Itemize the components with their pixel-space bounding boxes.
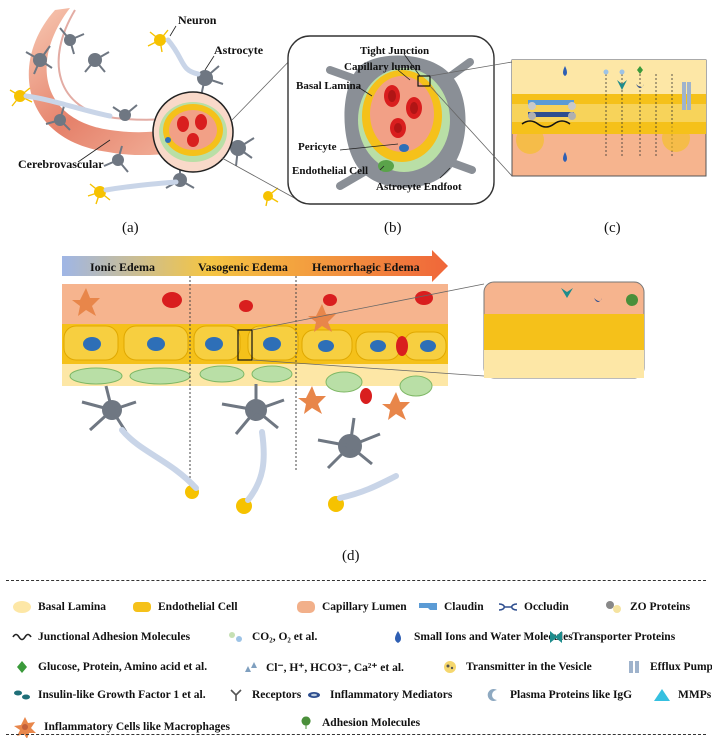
label-neuron: Neuron [178,13,217,27]
legend-item-transporter: Transporter Proteins [546,630,675,644]
panel-d-caption: (d) [342,548,360,564]
legend-label: Plasma Proteins like IgG [510,689,633,701]
efflux-pump-icon [624,660,650,674]
legend-item-junctional-adhesion: Junctional Adhesion Molecules [12,630,190,644]
legend-label: Efflux Pump [650,661,712,673]
panel-b-illustration: Tight Junction Capillary lumen Basal Lam… [287,35,513,205]
figure-canvas: Neuron Astrocyte Cerebrovascular (a) [9,8,707,564]
legend: Basal Lamina Endothelial Cell Capillary Lu… [0,578,712,741]
legend-label: MMPs [678,689,712,701]
legend-bottom-rule [6,734,706,735]
legend-label: Basal Lamina [38,601,107,613]
panel-a-caption: (a) [122,220,139,236]
legend-label: Claudin [444,601,484,613]
legend-label: Endothelial Cell [158,601,238,613]
label-endothelial-cell: Endothelial Cell [292,165,368,177]
legend-label: Occludin [524,601,569,613]
capillary-lumen-swatch [296,600,322,614]
legend-label: Junctional Adhesion Molecules [38,631,191,643]
label-pericyte: Pericyte [298,141,337,153]
glucose-diamond-icon [12,660,38,674]
legend-item-co2-o2: CO₂, O₂ et al. [226,630,317,644]
label-astrocyte: Astrocyte [214,43,264,57]
legend-label: ZO Proteins [630,601,691,613]
label-capillary-lumen: Capillary lumen [344,61,421,73]
claudin-icon [418,600,444,614]
legend-item-macrophage: Inflammatory Cells like Macrophages [12,716,230,738]
legend-item-plasma-protein: Plasma Proteins like IgG [484,688,632,702]
panel-a-illustration: Neuron Astrocyte Cerebrovascular [9,8,299,207]
legend-label: Insulin-like Growth Factor 1 et al. [38,689,206,701]
legend-item-inflammatory-mediator: Inflammatory Mediators [304,688,452,702]
legend-top-rule [6,580,706,581]
inflammatory-mediator-icon [304,688,330,702]
legend-item-ions-triangle: Cl⁻, H⁺, HCO3⁻, Ca²⁺ et al. [240,660,404,674]
legend-label: Adhesion Molecules [322,717,421,729]
cerebral-vessel [28,8,201,156]
water-drop-icon [388,630,414,644]
legend-label: Capillary Lumen [322,601,407,613]
legend-item-water-drop: Small Ions and Water Molecules [388,630,573,644]
igf1-icon [12,688,38,702]
legend-label: Transporter Proteins [572,631,676,643]
stage-label-vasogenic: Vasogenic Edema [198,260,288,274]
legend-item-vesicle: Transmitter in the Vesicle [440,660,592,674]
label-cerebrovascular: Cerebrovascular [18,157,104,171]
mmp-icon [652,688,678,702]
legend-item-capillary-lumen: Capillary Lumen [296,600,407,614]
panel-d-illustration: Ionic Edema Vasogenic Edema Hemorrhagic … [62,250,645,514]
legend-label: Glucose, Protein, Amino acid et al. [38,661,208,673]
legend-item-mmp: MMPs [652,688,711,702]
legend-item-claudin: Claudin [418,600,484,614]
adhesion-molecule-icon [296,716,322,730]
legend-item-occludin: Occludin [498,600,569,614]
legend-item-endothelial-cell: Endothelial Cell [132,600,238,614]
legend-item-igf1: Insulin-like Growth Factor 1 et al. [12,688,206,702]
legend-item-zo-proteins: ZO Proteins [604,600,690,614]
basal-lamina-swatch [12,600,38,614]
occludin-icon [498,600,524,614]
receptor-icon [226,688,252,702]
label-tight-junction: Tight Junction [360,45,429,57]
label-basal-lamina: Basal Lamina [296,80,362,92]
panel-c-illustration [511,59,707,177]
co2-o2-icon [226,630,252,644]
plasma-protein-icon [484,688,510,702]
legend-label: Small Ions and Water Molecules [414,631,573,643]
legend-label: CO₂, O₂ et al. [252,631,318,643]
panel-b-caption: (b) [384,220,402,236]
vesicle-icon [440,660,466,674]
legend-item-glucose-diamond: Glucose, Protein, Amino acid et al. [12,660,207,674]
legend-label: Inflammatory Mediators [330,689,453,701]
label-astrocyte-endfoot: Astrocyte Endfoot [376,181,462,193]
endothelial-cell-swatch [132,600,158,614]
junctional-adhesion-icon [12,630,38,644]
legend-item-receptor: Receptors [226,688,301,702]
zo-proteins-icon [604,600,630,614]
stage-label-hemorrhagic: Hemorrhagic Edema [312,260,420,274]
legend-label: Receptors [252,689,302,701]
legend-item-efflux-pump: Efflux Pump [624,660,712,674]
transporter-icon [546,630,572,644]
legend-label: Transmitter in the Vesicle [466,661,592,673]
stage-label-ionic: Ionic Edema [90,260,155,274]
edema-stage-arrow [62,250,448,282]
legend-item-basal-lamina: Basal Lamina [12,600,106,614]
legend-item-adhesion-molecule: Adhesion Molecules [296,716,420,730]
legend-label: Inflammatory Cells like Macrophages [44,721,231,733]
legend-label: Cl⁻, H⁺, HCO3⁻, Ca²⁺ et al. [266,662,404,674]
macrophage-icon [12,716,44,738]
ions-triangle-icon [240,660,266,674]
panel-c-caption: (c) [604,220,621,236]
